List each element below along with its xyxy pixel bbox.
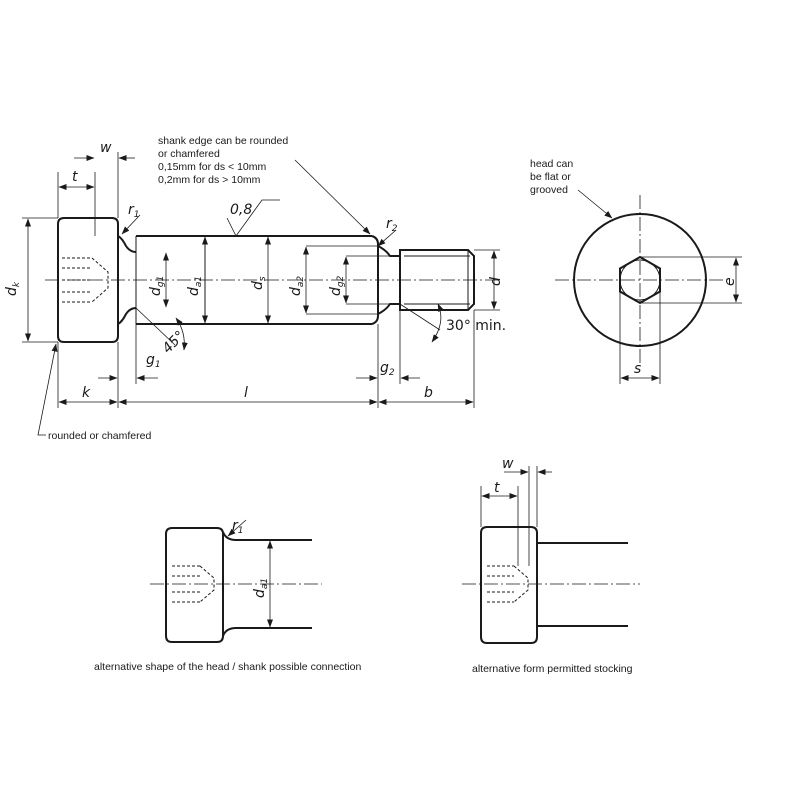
alt-screw-head [165, 527, 224, 643]
label-g1: g1 [146, 352, 161, 370]
label-alt-w: w [502, 456, 514, 472]
label-alt-t: t [494, 480, 500, 496]
end-view-labels: e s [634, 277, 738, 377]
undercut-top [117, 235, 137, 253]
label-k: k [82, 385, 91, 401]
label-s: s [634, 361, 641, 377]
screw-head [57, 217, 119, 343]
label-dg2: dg2 [328, 275, 346, 296]
notes: shank edge can be rounded or chamfered 0… [48, 135, 573, 442]
label-dg1: dg1 [148, 276, 166, 296]
head-circle [573, 213, 707, 347]
caption-left: alternative shape of the head / shank po… [94, 661, 362, 673]
label-30deg: 30° min. [446, 318, 506, 334]
note-shank-edge-3: 0,15mm for ds < 10mm [158, 161, 266, 173]
label-r1: r1 [128, 202, 140, 220]
label-roughness: 0,8 [230, 202, 252, 218]
alt-head-view [150, 519, 322, 643]
note-shank-edge-1: shank edge can be rounded [158, 135, 288, 147]
label-e: e [722, 277, 738, 286]
label-w: w [100, 140, 112, 156]
main-dimensions [22, 152, 500, 436]
note-shank-edge-4: 0,2mm for ds > 10mm [158, 174, 261, 186]
alt-stock-view [462, 466, 640, 644]
note-head-can-3: grooved [530, 184, 568, 196]
end-view [555, 189, 742, 384]
label-r2: r2 [386, 216, 398, 234]
alt-head-labels: r1 da1 alternative shape of the head / s… [94, 518, 362, 673]
label-d: d [488, 277, 504, 286]
undercut-bottom [117, 307, 137, 325]
alt-stock-labels: t w alternative form permitted stocking [472, 456, 633, 675]
label-l: l [244, 385, 248, 401]
caption-right: alternative form permitted stocking [472, 663, 633, 675]
undercut-g2-bottom [377, 303, 400, 315]
label-da1: da1 [186, 276, 204, 296]
label-t: t [72, 169, 78, 185]
label-da2: da2 [288, 276, 306, 296]
label-ds: ds [250, 276, 268, 290]
note-head-can-2: be flat or [530, 171, 571, 183]
label-alt-da1: da1 [252, 578, 270, 598]
main-side-view [45, 217, 500, 343]
hex-socket-hidden [62, 257, 109, 303]
label-45deg: 45° [160, 328, 189, 357]
undercut-g2-top [377, 245, 400, 257]
label-b: b [424, 385, 433, 401]
alt-stock-hex-hidden [487, 565, 529, 603]
label-g2: g2 [380, 360, 395, 378]
alt-shank-top [222, 531, 312, 541]
note-head-can-1: head can [530, 158, 573, 170]
label-dk: dk [4, 281, 22, 296]
alt-shank-bottom [222, 627, 312, 637]
note-rounded: rounded or chamfered [48, 430, 151, 442]
shank-shoulder [371, 235, 379, 325]
alt-stock-head [480, 526, 538, 644]
label-alt-r1: r1 [232, 518, 244, 536]
note-shank-edge-2: or chamfered [158, 148, 220, 160]
